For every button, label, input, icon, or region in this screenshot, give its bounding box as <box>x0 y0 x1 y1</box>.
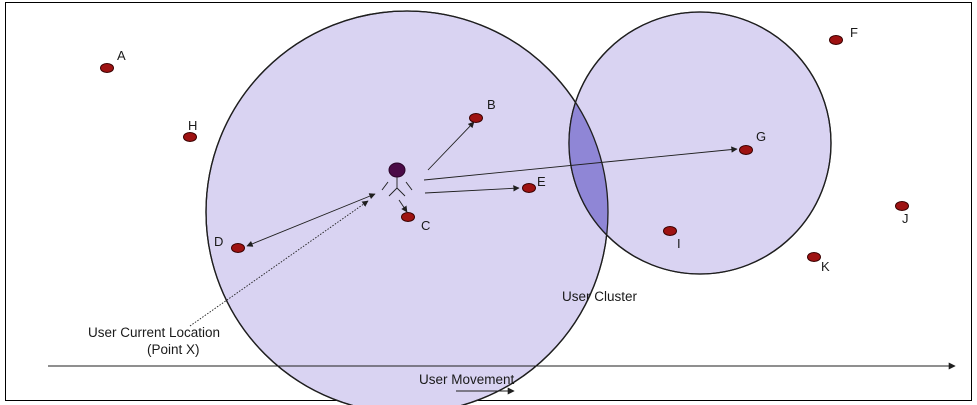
point-i-label: I <box>677 236 681 251</box>
point-a-label: A <box>117 48 126 63</box>
arrow-to-d <box>246 193 376 247</box>
point-c-label: C <box>421 218 430 233</box>
arrow-to-g <box>423 146 738 181</box>
user-movement-label: User Movement <box>419 372 515 387</box>
user-cluster-label: User Cluster <box>562 289 638 304</box>
point-b: B <box>469 97 496 123</box>
point-j-label: J <box>902 211 909 226</box>
arrow-to-b <box>427 121 475 171</box>
point-j: J <box>895 201 909 226</box>
user-figure <box>381 177 413 197</box>
point-k: K <box>807 252 830 274</box>
point-h-label: H <box>188 118 197 133</box>
point-k-label: K <box>821 259 830 274</box>
point-d: D <box>214 234 245 253</box>
secondary-cluster-outline <box>568 11 832 275</box>
point-f: F <box>829 25 858 45</box>
secondary-cluster-circle <box>568 11 832 275</box>
point-d-label: D <box>214 234 223 249</box>
arrow-to-e <box>424 185 520 194</box>
point-f-label: F <box>850 25 858 40</box>
point-g-label: G <box>756 129 766 144</box>
point-c: C <box>401 212 430 233</box>
point-e-label: E <box>537 174 546 189</box>
point-i: I <box>663 226 681 251</box>
user-location-point <box>388 162 406 178</box>
point-g: G <box>739 129 766 155</box>
point-a: A <box>100 48 126 73</box>
user-cluster-outline <box>205 10 609 405</box>
user-location-label-line2: (Point X) <box>147 342 200 357</box>
point-h: H <box>183 118 197 142</box>
point-b-label: B <box>487 97 496 112</box>
arrow-to-c <box>398 199 408 213</box>
point-e: E <box>522 174 546 193</box>
user-cluster-circle <box>205 10 609 405</box>
user-location-label-line1: User Current Location <box>88 325 220 340</box>
